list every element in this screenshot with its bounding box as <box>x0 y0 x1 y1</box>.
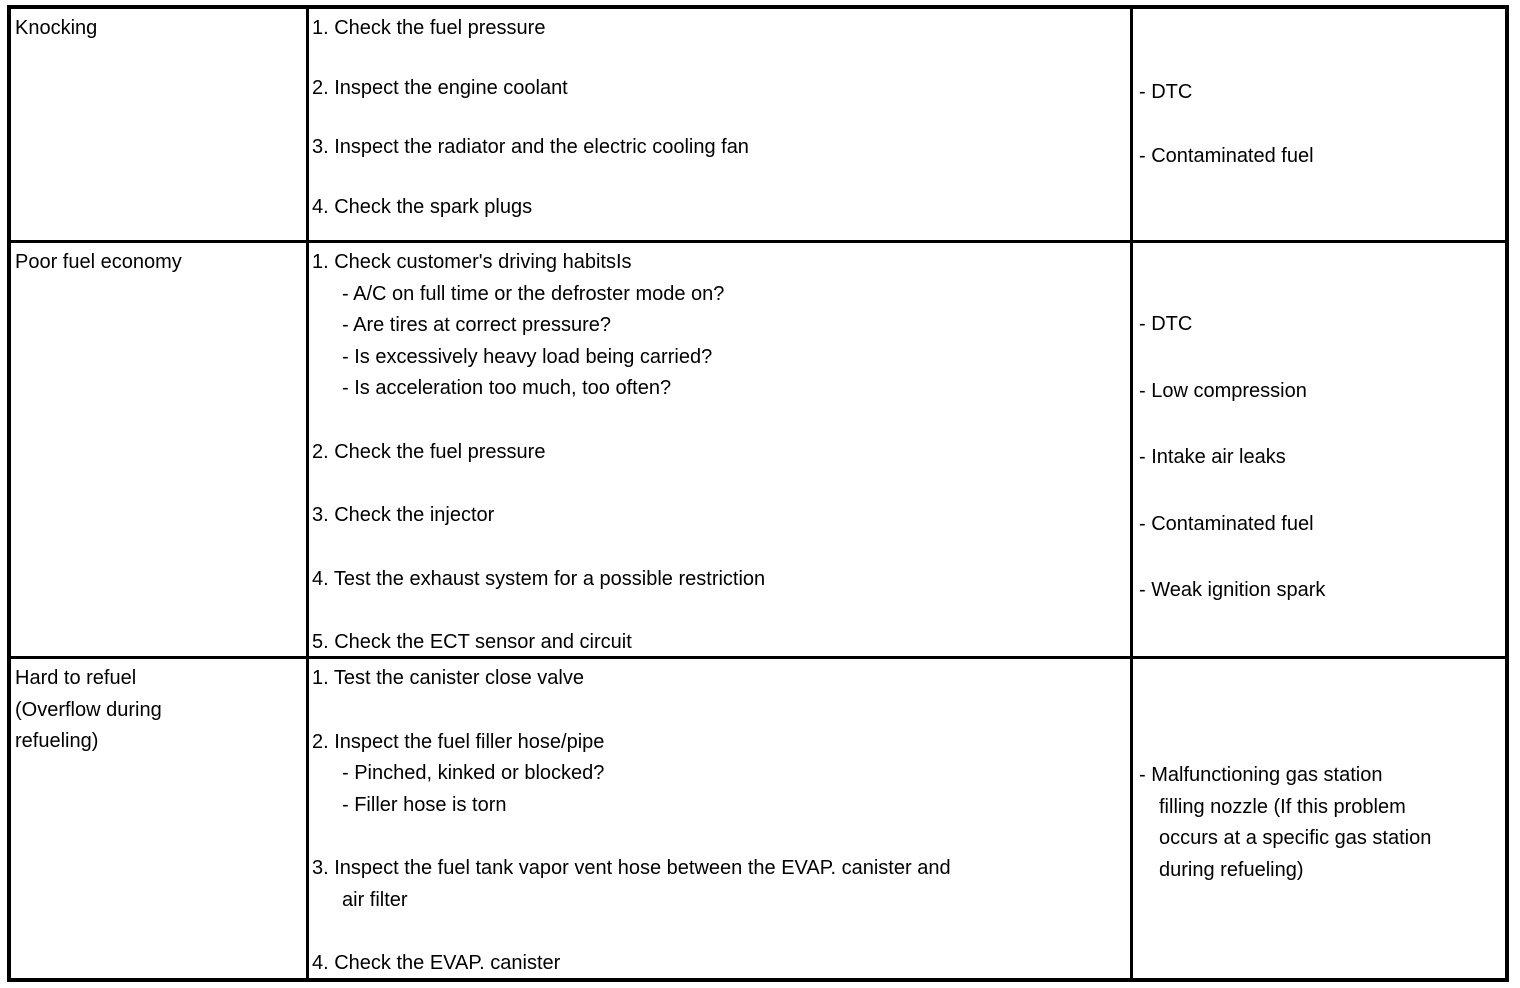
causes-cell-knocking: - DTC - Contaminated fuel <box>1133 9 1505 243</box>
cause-item: - Contaminated fuel <box>1139 512 1314 535</box>
inspection-item: 4. Check the EVAP. canister <box>312 952 561 974</box>
inspection-cell-hard-to-refuel: 1. Test the canister close valve 2. Insp… <box>309 659 1133 978</box>
cause-item: - Contaminated fuel <box>1139 144 1314 167</box>
inspection-item: 3. Inspect the fuel tank vapor vent hose… <box>312 857 951 911</box>
inspection-item: 4. Test the exhaust system for a possibl… <box>312 567 766 590</box>
symptom-label: Poor fuel economy <box>15 251 182 273</box>
inspection-item: 1. Check customer's driving habitsIs - A… <box>312 251 725 399</box>
inspection-item: 5. Check the ECT sensor and circuit <box>312 631 632 653</box>
causes-cell-poor-fuel-economy: - DTC - Low compression - Intake air lea… <box>1133 243 1505 659</box>
inspection-item: 3. Inspect the radiator and the electric… <box>312 136 749 158</box>
inspection-item: 1. Test the canister close valve <box>312 667 584 689</box>
inspection-item: 2. Check the fuel pressure <box>312 440 546 463</box>
cause-item: - Malfunctioning gas station filling noz… <box>1139 764 1432 881</box>
inspection-item: 3. Check the injector <box>312 504 495 526</box>
symptom-cell-knocking: Knocking <box>11 9 309 243</box>
symptom-cell-hard-to-refuel: Hard to refuel (Overflow during refuelin… <box>11 659 309 978</box>
inspection-cell-knocking: 1. Check the fuel pressure 2. Inspect th… <box>309 9 1133 243</box>
inspection-cell-poor-fuel-economy: 1. Check customer's driving habitsIs - A… <box>309 243 1133 659</box>
causes-cell-hard-to-refuel: - Malfunctioning gas station filling noz… <box>1133 659 1505 978</box>
inspection-item: 2. Inspect the engine coolant <box>312 76 568 99</box>
cause-item: - DTC <box>1139 81 1193 103</box>
symptom-label: Knocking <box>15 17 98 39</box>
symptom-label: Hard to refuel (Overflow during refuelin… <box>15 667 162 752</box>
cause-item: - Intake air leaks <box>1139 446 1286 468</box>
inspection-item: 1. Check the fuel pressure <box>312 17 546 39</box>
troubleshooting-table: Knocking 1. Check the fuel pressure 2. I… <box>7 5 1509 982</box>
cause-item: - DTC <box>1139 313 1193 335</box>
cause-item: - Weak ignition spark <box>1139 579 1326 601</box>
cause-item: - Low compression <box>1139 379 1307 402</box>
inspection-item: 2. Inspect the fuel filler hose/pipe - P… <box>312 730 605 816</box>
inspection-item: 4. Check the spark plugs <box>312 195 533 218</box>
symptom-cell-poor-fuel-economy: Poor fuel economy <box>11 243 309 659</box>
